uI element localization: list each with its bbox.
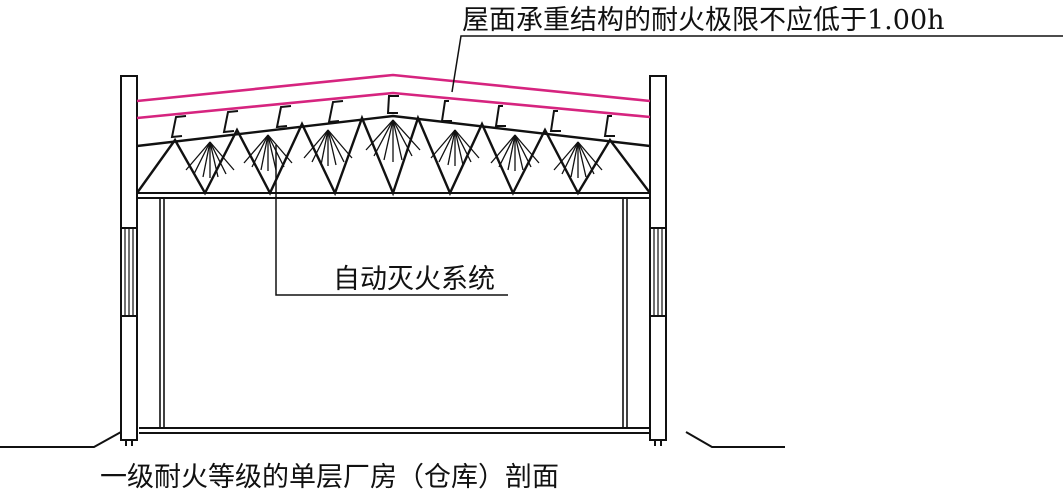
roof-annotation-leader — [451, 35, 1063, 93]
sprinkler-2 — [243, 134, 293, 171]
sprinkler-annotation-leader — [275, 145, 508, 296]
sprinkler-5 — [430, 129, 480, 166]
sprinkler-sprays — [185, 119, 603, 178]
sprinkler-7 — [553, 141, 603, 178]
floor-slab — [139, 427, 650, 434]
roof-layers — [136, 73, 651, 120]
left-wall-column — [120, 75, 138, 446]
roof-purlins — [170, 95, 615, 139]
roof-truss — [136, 114, 651, 197]
roof-fire-rating-label: 屋面承重结构的耐火极限不应低于1.00h — [462, 5, 945, 36]
right-wall-column — [649, 75, 667, 446]
sprinkler-4 — [365, 119, 421, 162]
sprinkler-6 — [490, 134, 540, 171]
sprinkler-1 — [185, 141, 235, 178]
interior-posts — [159, 199, 628, 428]
sprinkler-3 — [303, 129, 353, 166]
sprinkler-system-label: 自动灭火系统 — [333, 264, 495, 295]
ground-lines — [0, 431, 785, 448]
diagram-caption: 一级耐火等级的单层厂房（仓库）剖面 — [100, 462, 559, 493]
